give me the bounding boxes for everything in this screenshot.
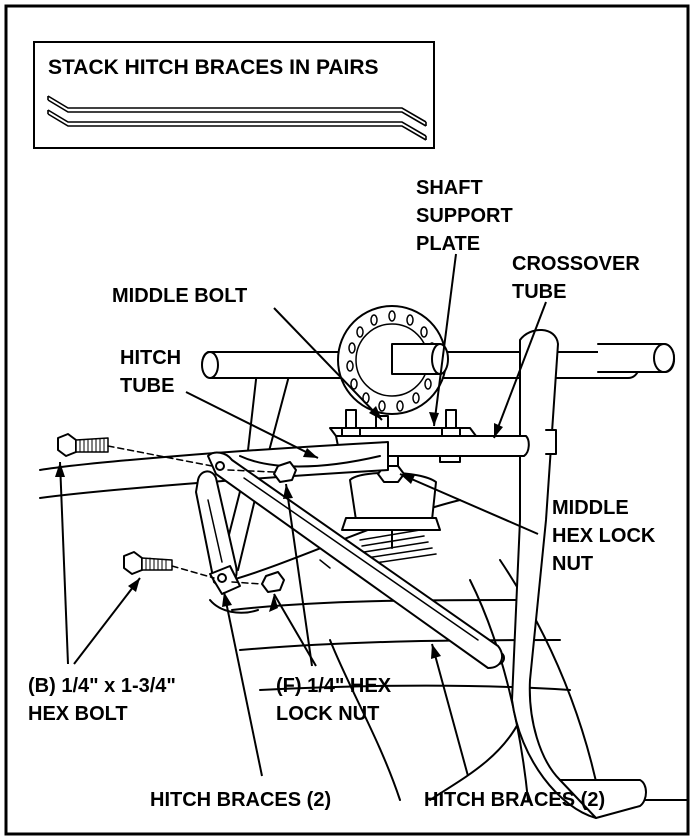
leader-shaft-support-plate: [433, 253, 457, 427]
leader-hex-bolt-b: [73, 577, 141, 665]
back-bar-right-end: [653, 343, 675, 373]
label-middle-hex-lock-nut: MIDDLE HEX LOCK NUT: [552, 497, 661, 575]
label-hex-lock-nut: (F) 1/4" HEX LOCK NUT: [276, 675, 397, 725]
hex-bolt-upper: [57, 433, 109, 457]
leader-hitch-tube: [185, 391, 319, 459]
brace-hole-upper: [215, 461, 225, 471]
alignment-lines: [107, 445, 275, 585]
crossover-tube-clamp: [439, 455, 461, 463]
label-hitch-braces-right: HITCH BRACES (2): [424, 789, 605, 811]
label-shaft-support-plate: SHAFT SUPPORT PLATE: [416, 177, 518, 255]
plate-bolts: [341, 409, 461, 437]
hitch-brace-long-slot: [243, 477, 479, 641]
right-upright-foot: [559, 779, 647, 819]
arrow-hex-lock-nut-b: [269, 594, 278, 612]
leader-lines: [59, 253, 547, 777]
inset-box: STACK HITCH BRACES IN PAIRS: [33, 41, 435, 149]
arrow-shaft-support-plate: [429, 412, 439, 426]
hex-lock-nut-upper: [273, 461, 297, 483]
label-middle-bolt: MIDDLE BOLT: [112, 285, 247, 307]
arrow-crossover-tube: [494, 423, 503, 438]
label-crossover-tube: CROSSOVER TUBE: [512, 253, 645, 303]
support-shaft-end: [431, 343, 449, 375]
inset-frame: [33, 41, 435, 149]
outer-frame: [4, 4, 690, 836]
arrow-middle-bolt: [369, 406, 382, 420]
arrow-hitch-braces-right: [431, 644, 441, 659]
leader-hitch-braces-right: [431, 643, 469, 777]
right-upright-bracket: [545, 429, 557, 455]
middle-bracket: [349, 471, 437, 521]
leader-middle-hex-lock-nut: [399, 473, 539, 535]
stacked-braces-illustration: [47, 95, 427, 141]
leader-hex-bolt-a: [59, 461, 69, 665]
leader-hitch-braces-left: [223, 591, 263, 777]
arrow-hex-bolt-b: [128, 578, 140, 592]
mechanical-illustration: [39, 305, 689, 819]
hitch-brace-short-slot: [207, 499, 223, 563]
arrow-hex-lock-nut-a: [283, 484, 293, 499]
hitch-brace-long: [207, 451, 504, 669]
hex-bolt-lower: [123, 551, 173, 575]
label-hitch-tube: HITCH TUBE: [120, 347, 187, 397]
hex-lock-nut-lower: [261, 571, 285, 593]
middle-bracket-base: [341, 517, 441, 531]
label-hitch-braces-left: HITCH BRACES (2): [150, 789, 331, 811]
right-upright: [511, 329, 601, 819]
label-hex-bolt: (B) 1/4" x 1-3/4" HEX BOLT: [28, 675, 181, 725]
arrow-hitch-tube: [303, 448, 318, 458]
leader-middle-bolt: [273, 307, 383, 421]
arrowheads: [55, 406, 503, 659]
deck-ribs: [319, 529, 437, 569]
hitch-tube-edge: [239, 455, 381, 468]
brace-hole-lower: [217, 573, 227, 583]
arrow-hitch-braces-left: [222, 592, 232, 607]
arrow-hex-bolt-a: [55, 462, 65, 477]
leader-hex-lock-nut-b: [273, 593, 317, 667]
inset-title: STACK HITCH BRACES IN PAIRS: [48, 56, 379, 79]
leader-crossover-tube: [493, 301, 547, 439]
leader-hex-lock-nut-a: [285, 483, 313, 667]
back-bar-left-end: [201, 351, 219, 379]
arrow-middle-hex-lock-nut: [400, 474, 415, 484]
